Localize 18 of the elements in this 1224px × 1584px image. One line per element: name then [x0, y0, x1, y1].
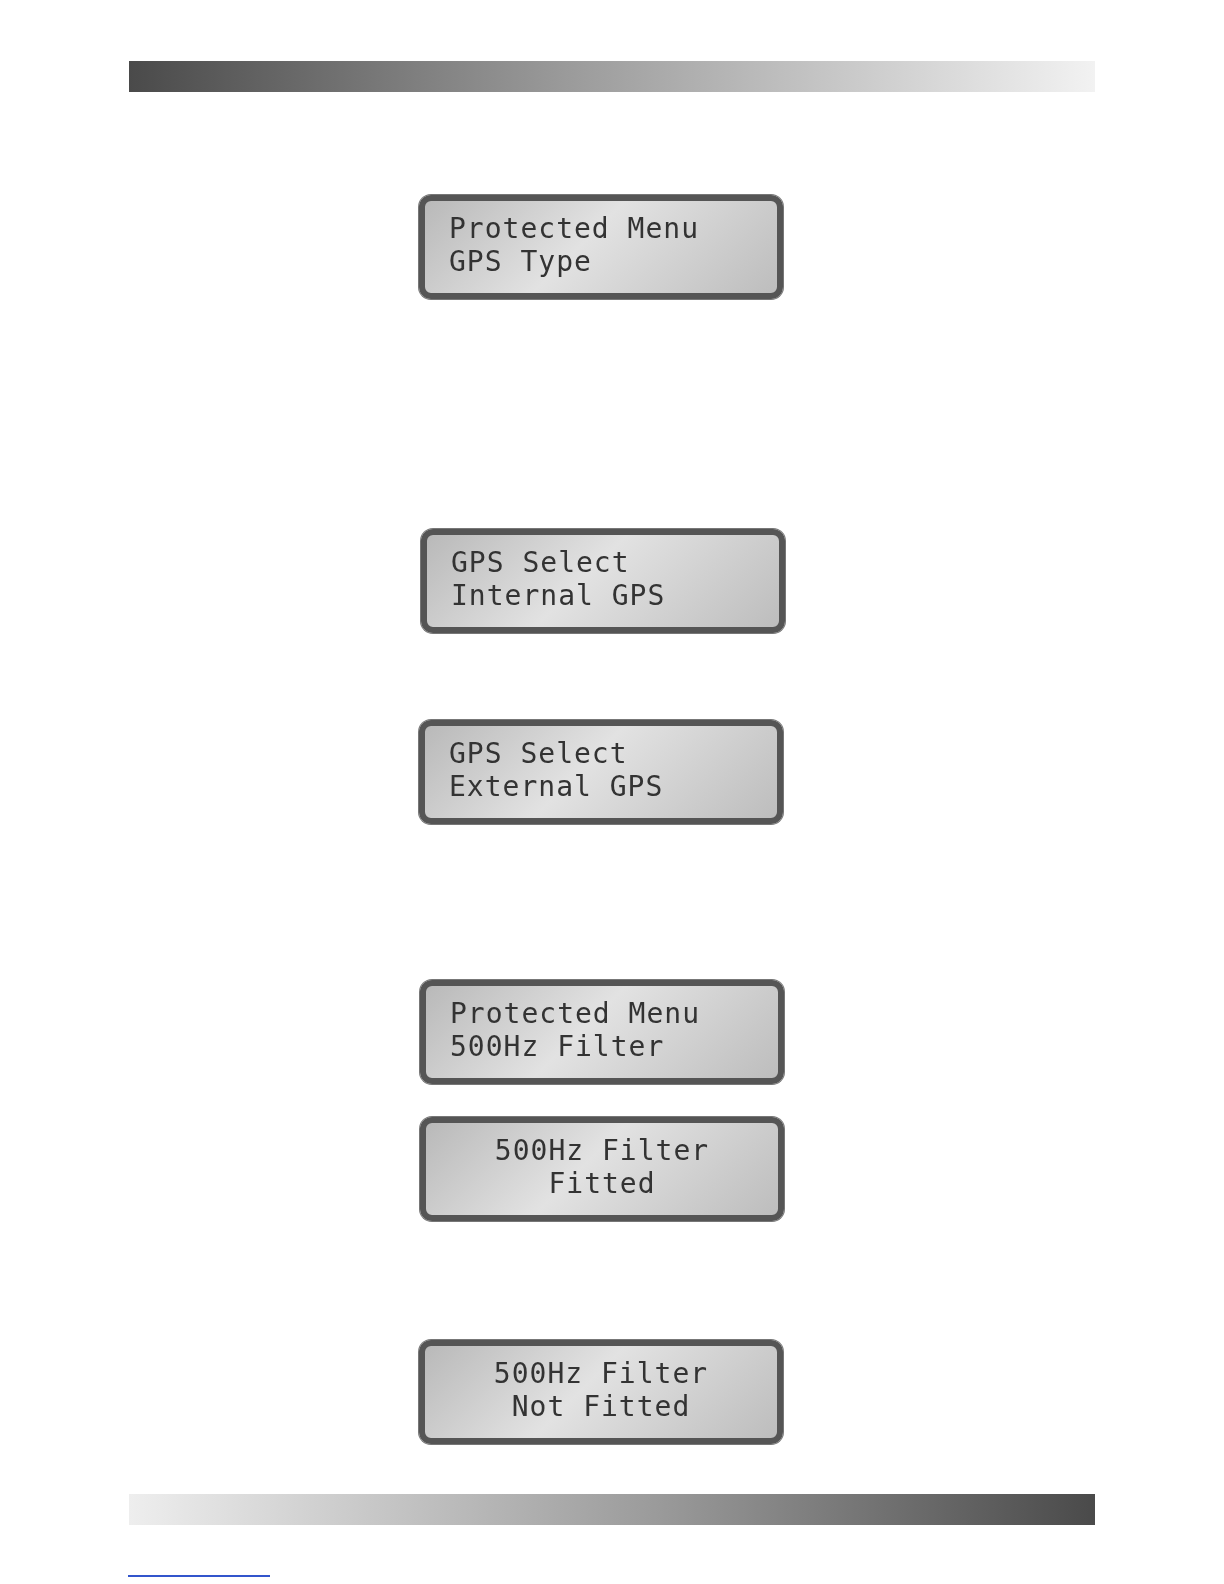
display-text: Protected Menu — [450, 998, 701, 1030]
display-text: Fitted — [547, 1168, 657, 1200]
lcd-display — [421, 529, 785, 633]
display-text: 500Hz Filter — [492, 1358, 710, 1390]
lcd-display — [419, 1340, 783, 1444]
lcd-display — [420, 1117, 784, 1221]
display-text: 500Hz Filter — [450, 1031, 666, 1063]
display-text: GPS Select — [449, 738, 629, 770]
display-text: Protected Menu — [449, 213, 700, 245]
display-text: Not Fitted — [510, 1391, 692, 1423]
display-text: External GPS — [449, 771, 665, 803]
display-text: Internal GPS — [451, 580, 667, 612]
display-text: GPS Select — [451, 547, 631, 579]
lcd-display — [420, 980, 784, 1084]
lcd-display — [419, 720, 783, 824]
display-text: GPS Type — [449, 246, 593, 278]
display-text: 500Hz Filter — [493, 1135, 711, 1167]
lcd-display — [419, 195, 783, 299]
